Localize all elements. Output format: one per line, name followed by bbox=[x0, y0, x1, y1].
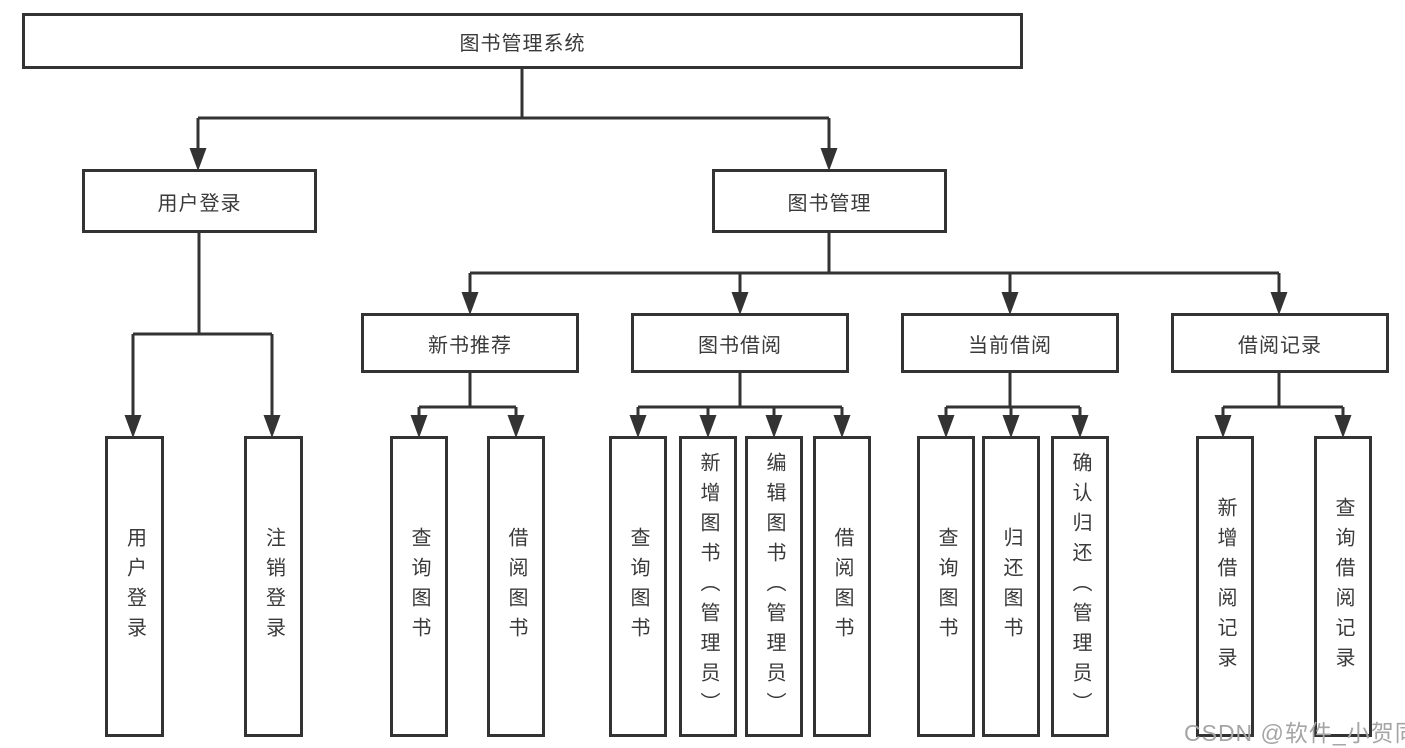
leaf-bor-query-books: 查询图书 bbox=[609, 436, 667, 737]
leaf-query-borrow-record: 查询借阅记录 bbox=[1314, 436, 1372, 737]
leaf-cur-return-books: 归还图书 bbox=[982, 436, 1040, 737]
leaf-bor-edit-books-admin-label: 编辑图书（管理员） bbox=[763, 451, 785, 722]
edge-bookborrow-to-leaves bbox=[636, 373, 844, 430]
arrowheads bbox=[124, 148, 1352, 438]
edge-root-to-level2 bbox=[196, 69, 831, 160]
leaf-bor-borrow-books: 借阅图书 bbox=[813, 436, 871, 737]
node-user-login: 用户登录 bbox=[82, 169, 317, 233]
leaf-cur-query-books-label: 查询图书 bbox=[935, 526, 957, 647]
leaf-query-borrow-record-label: 查询借阅记录 bbox=[1332, 496, 1354, 677]
leaf-bor-add-books-admin: 新增图书（管理员） bbox=[679, 436, 737, 737]
edge-newbookrec-to-leaves bbox=[417, 373, 518, 430]
leaf-user-login-label: 用户登录 bbox=[123, 526, 146, 647]
node-new-book-recommend: 新书推荐 bbox=[361, 313, 579, 373]
leaf-add-borrow-record: 新增借阅记录 bbox=[1196, 436, 1254, 737]
leaf-rec-borrow-books: 借阅图书 bbox=[487, 436, 545, 737]
node-current-borrowing: 当前借阅 bbox=[901, 313, 1119, 373]
csdn-watermark: CSDN @软件_小贺同学 bbox=[1184, 720, 1405, 746]
leaf-rec-borrow-books-label: 借阅图书 bbox=[505, 526, 527, 647]
leaf-add-borrow-record-label: 新增借阅记录 bbox=[1214, 496, 1236, 677]
node-borrow-records: 借阅记录 bbox=[1171, 313, 1389, 373]
leaf-bor-edit-books-admin: 编辑图书（管理员） bbox=[745, 436, 803, 737]
leaf-rec-query-books-label: 查询图书 bbox=[408, 526, 430, 647]
edge-bookmgmt-to-level3 bbox=[468, 233, 1281, 306]
leaf-logout-label: 注销登录 bbox=[262, 526, 285, 647]
leaf-cur-return-books-label: 归还图书 bbox=[1000, 526, 1022, 647]
leaf-cur-confirm-return-admin: 确认归还（管理员） bbox=[1051, 436, 1109, 737]
edge-userlogin-to-leaves bbox=[131, 233, 274, 430]
leaf-cur-query-books: 查询图书 bbox=[917, 436, 975, 737]
leaf-bor-query-books-label: 查询图书 bbox=[627, 526, 649, 647]
leaf-cur-confirm-return-admin-label: 确认归还（管理员） bbox=[1069, 451, 1091, 722]
node-book-borrowing: 图书借阅 bbox=[631, 313, 849, 373]
edge-borrowrecords-to-leaves bbox=[1221, 373, 1345, 430]
leaf-bor-borrow-books-label: 借阅图书 bbox=[831, 526, 853, 647]
leaf-user-login: 用户登录 bbox=[105, 436, 164, 737]
leaf-rec-query-books: 查询图书 bbox=[390, 436, 448, 737]
leaf-logout: 注销登录 bbox=[244, 436, 303, 737]
leaf-bor-add-books-admin-label: 新增图书（管理员） bbox=[697, 451, 719, 722]
node-book-management: 图书管理 bbox=[712, 169, 947, 233]
node-library-management-system: 图书管理系统 bbox=[22, 13, 1023, 69]
